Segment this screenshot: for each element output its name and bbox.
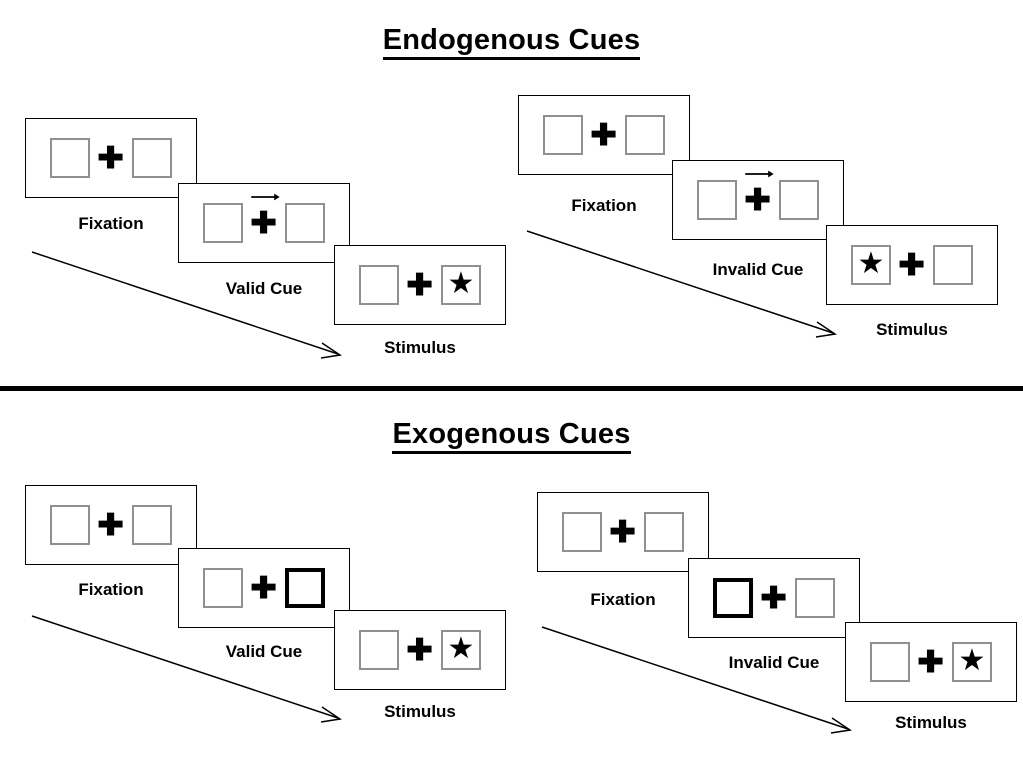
- panel-exo-invalid-stimulus: ✚ ★: [845, 622, 1017, 702]
- plus-glyph: ✚: [744, 183, 772, 217]
- panel-exo-invalid-fixation: ✚: [537, 492, 709, 572]
- panel-content: ✚: [562, 512, 684, 552]
- box-right: [132, 138, 172, 178]
- plus-glyph: ✚: [250, 571, 278, 605]
- cue-arrow-right-icon: [251, 193, 280, 200]
- box-right: [795, 578, 835, 618]
- box-right: ★: [441, 265, 481, 305]
- label-endo-valid-fixation: Fixation: [78, 214, 144, 233]
- box-right: ★: [441, 630, 481, 670]
- star-icon: ★: [958, 644, 986, 677]
- star-icon: ★: [857, 247, 885, 280]
- label-exo-invalid-stimulus: Stimulus: [895, 713, 967, 732]
- panel-content: ✚: [713, 578, 835, 618]
- plus-glyph: ✚: [760, 581, 788, 615]
- panel-exo-valid-fixation: ✚: [25, 485, 197, 565]
- panel-content: ★ ✚: [851, 245, 973, 285]
- plus-glyph: ✚: [917, 645, 945, 679]
- box-left: [543, 115, 583, 155]
- panel-endo-invalid-cue: ✚: [672, 160, 844, 240]
- endogenous-section-title: Endogenous Cues: [0, 24, 1023, 60]
- exogenous-section-title: Exogenous Cues: [0, 418, 1023, 454]
- endogenous-title-text: Endogenous Cues: [382, 24, 641, 60]
- panel-content: ✚: [203, 193, 325, 243]
- panel-endo-invalid-stimulus: ★ ✚: [826, 225, 998, 305]
- label-exo-valid-stimulus: Stimulus: [384, 702, 456, 721]
- fixation-cross: ✚: [891, 250, 933, 281]
- section-divider: [0, 386, 1023, 391]
- box-right: [933, 245, 973, 285]
- panel-content: ✚: [697, 170, 819, 220]
- panel-endo-valid-cue: ✚: [178, 183, 350, 263]
- box-right: [644, 512, 684, 552]
- fixation-cross: ✚: [737, 170, 779, 217]
- panel-content: ✚: [543, 115, 665, 155]
- box-left: [562, 512, 602, 552]
- panel-content: ✚ ★: [359, 265, 481, 305]
- fixation-cross: ✚: [583, 120, 625, 151]
- plus-glyph: ✚: [250, 206, 278, 240]
- fixation-cross: ✚: [399, 270, 441, 301]
- time-arrow-exo-valid: [31, 615, 343, 723]
- plus-glyph: ✚: [609, 515, 637, 549]
- box-right: ★: [952, 642, 992, 682]
- fixation-cross: ✚: [753, 583, 795, 614]
- cue-arrow-right-icon: [745, 170, 774, 177]
- label-exo-invalid-fixation: Fixation: [590, 590, 656, 609]
- box-left: [203, 568, 243, 608]
- box-right: [285, 203, 325, 243]
- plus-glyph: ✚: [406, 268, 434, 302]
- box-left: [697, 180, 737, 220]
- fixation-cross: ✚: [90, 143, 132, 174]
- box-right-cued: [285, 568, 325, 608]
- label-endo-invalid-stimulus: Stimulus: [876, 320, 948, 339]
- panel-content: ✚: [50, 138, 172, 178]
- plus-glyph: ✚: [406, 633, 434, 667]
- panel-content: ✚ ★: [359, 630, 481, 670]
- fixation-cross: ✚: [910, 647, 952, 678]
- plus-glyph: ✚: [590, 118, 618, 152]
- plus-glyph: ✚: [97, 508, 125, 542]
- panel-exo-valid-stimulus: ✚ ★: [334, 610, 506, 690]
- box-left: [359, 630, 399, 670]
- fixation-cross: ✚: [90, 510, 132, 541]
- panel-endo-invalid-fixation: ✚: [518, 95, 690, 175]
- plus-glyph: ✚: [97, 141, 125, 175]
- panel-endo-valid-fixation: ✚: [25, 118, 197, 198]
- time-arrow-exo-invalid: [541, 626, 853, 734]
- panel-exo-valid-cue: ✚: [178, 548, 350, 628]
- label-endo-valid-stimulus: Stimulus: [384, 338, 456, 357]
- fixation-cross: ✚: [399, 635, 441, 666]
- box-right: [132, 505, 172, 545]
- panel-content: ✚: [50, 505, 172, 545]
- panel-content: ✚: [203, 568, 325, 608]
- fixation-cross: ✚: [243, 193, 285, 240]
- box-right: [625, 115, 665, 155]
- exogenous-title-text: Exogenous Cues: [392, 418, 631, 454]
- time-arrow-endo-invalid: [526, 230, 838, 338]
- fixation-cross: ✚: [602, 517, 644, 548]
- star-icon: ★: [447, 632, 475, 665]
- label-exo-valid-fixation: Fixation: [78, 580, 144, 599]
- box-left: [870, 642, 910, 682]
- box-left: [50, 505, 90, 545]
- box-left-cued: [713, 578, 753, 618]
- label-exo-valid-cue: Valid Cue: [225, 642, 303, 661]
- label-endo-invalid-cue: Invalid Cue: [712, 260, 804, 279]
- box-left: [203, 203, 243, 243]
- plus-glyph: ✚: [898, 248, 926, 282]
- panel-endo-valid-stimulus: ✚ ★: [334, 245, 506, 325]
- time-arrow-endo-valid: [31, 251, 343, 359]
- box-left: ★: [851, 245, 891, 285]
- panel-content: ✚ ★: [870, 642, 992, 682]
- star-icon: ★: [447, 267, 475, 300]
- box-right: [779, 180, 819, 220]
- box-left: [50, 138, 90, 178]
- box-left: [359, 265, 399, 305]
- label-endo-valid-cue: Valid Cue: [225, 279, 303, 298]
- fixation-cross: ✚: [243, 573, 285, 604]
- label-exo-invalid-cue: Invalid Cue: [728, 653, 820, 672]
- label-endo-invalid-fixation: Fixation: [571, 196, 637, 215]
- panel-exo-invalid-cue: ✚: [688, 558, 860, 638]
